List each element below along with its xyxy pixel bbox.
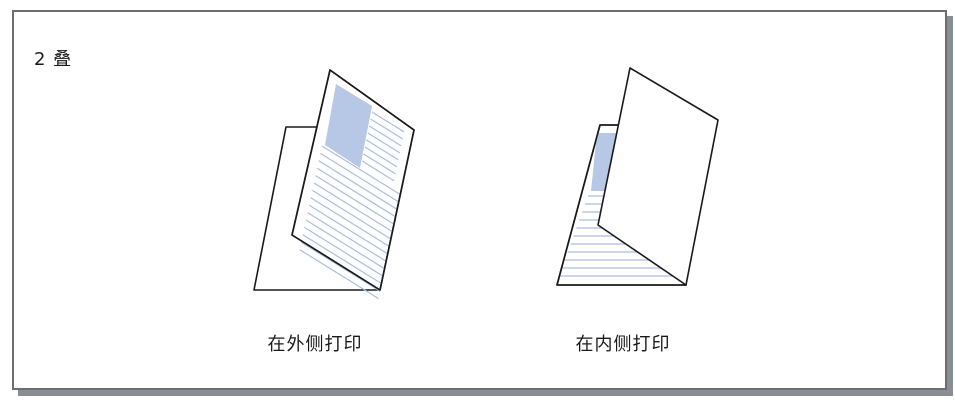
fold-inside-illustration — [556, 67, 719, 286]
text-line — [361, 160, 395, 182]
text-line — [364, 146, 398, 168]
text-line — [310, 197, 391, 248]
fold-outside-illustration — [253, 69, 415, 300]
text-line — [321, 145, 402, 196]
image-block — [325, 84, 372, 168]
text-line — [363, 153, 396, 175]
text-line — [320, 152, 400, 203]
text-line — [302, 234, 383, 285]
text-line — [312, 189, 392, 240]
caption-outside-print: 在外侧打印 — [267, 334, 363, 355]
text-line — [313, 182, 394, 233]
text-line — [300, 241, 381, 292]
text-line — [371, 111, 405, 133]
text-line — [305, 219, 386, 270]
text-line — [307, 212, 387, 263]
diagram-heading: 2 叠 — [34, 49, 73, 70]
text-lines — [299, 111, 405, 300]
text-line — [370, 118, 403, 140]
diagram-frame — [12, 10, 947, 390]
text-line — [367, 132, 401, 154]
front-panel-blank — [597, 67, 719, 286]
text-line — [308, 204, 389, 255]
text-line — [316, 167, 397, 218]
text-line — [315, 175, 395, 226]
text-line — [304, 226, 384, 277]
text-line — [299, 249, 379, 300]
text-line — [318, 160, 399, 211]
caption-inside-print: 在内侧打印 — [575, 334, 671, 355]
text-line — [366, 139, 399, 161]
text-line — [368, 125, 402, 147]
